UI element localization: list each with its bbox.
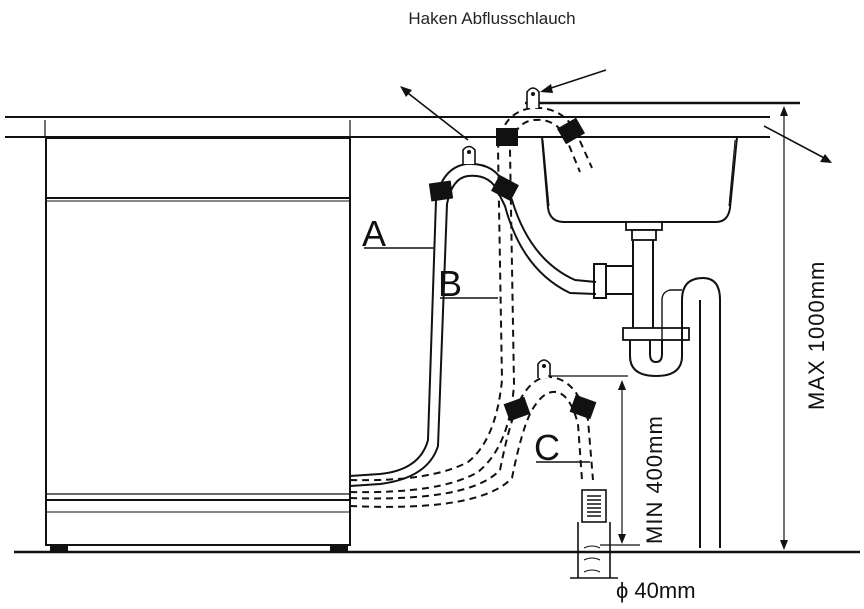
hose-b-clamp-right: [556, 117, 586, 145]
hose-c-clamp-left: [503, 396, 531, 422]
hose-b-clamp-left: [496, 128, 518, 146]
hose-b: [349, 87, 593, 494]
pipe-diameter-label: ϕ 40mm: [616, 578, 696, 603]
dishwasher: [45, 137, 351, 552]
min-height-label: MIN 400mm: [642, 415, 667, 544]
hose-a-clamp-right: [491, 174, 519, 202]
label-a: A: [362, 213, 386, 254]
label-a-group: A: [362, 213, 434, 254]
hose-c-clamp-right: [569, 394, 597, 420]
label-c-group: C: [534, 427, 590, 468]
max-height-label: MAX 1000mm: [804, 261, 829, 410]
hose-c: [349, 359, 597, 508]
label-c: C: [534, 427, 560, 468]
dishwasher-foot-right: [330, 545, 348, 552]
min-height-dimension: MIN 400mm: [548, 375, 667, 546]
diagram-title: Haken Abflusschlauch: [408, 9, 575, 28]
drain-pipe: [593, 221, 721, 548]
arrows: [400, 69, 832, 163]
max-height-dimension: MAX 1000mm: [780, 106, 829, 550]
label-b: B: [438, 263, 462, 304]
hose-a-clamp-left: [428, 180, 454, 202]
floor-standpipe: [570, 489, 618, 579]
dishwasher-foot-left: [50, 545, 68, 552]
label-b-group: B: [438, 263, 498, 304]
countertop: [5, 101, 800, 138]
